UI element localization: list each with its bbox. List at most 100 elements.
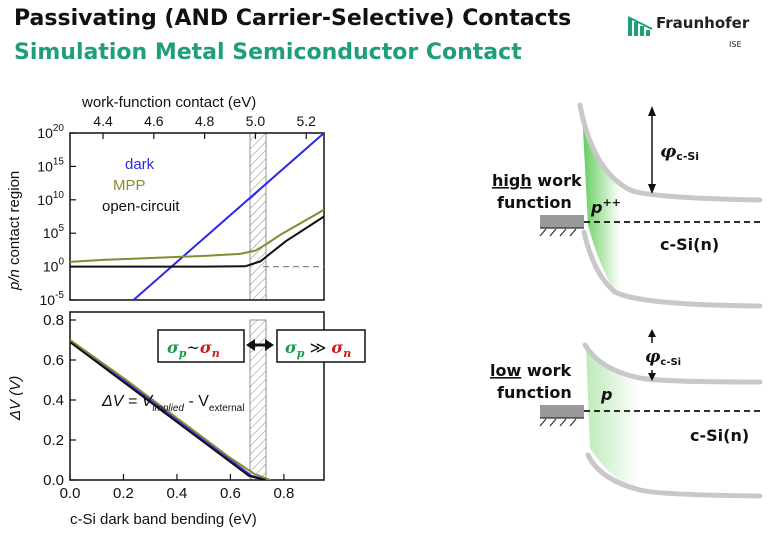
low-phi: φ <box>645 347 661 367</box>
high-phi-arrow-up <box>648 106 656 116</box>
br-sigma-p: σ <box>285 338 297 357</box>
sigma-box-right: σp ≫ σn <box>276 329 366 363</box>
top-y-tick-label-4: 100 <box>43 257 65 275</box>
high-depletion-fill <box>582 110 620 300</box>
top-series-dark <box>132 133 324 300</box>
bl-sub-p: p <box>179 347 187 360</box>
high-metal-contact <box>540 215 584 228</box>
bottom-x-tick-label-0: 0.0 <box>60 485 81 502</box>
low-wf-label-1: low work <box>490 361 572 380</box>
bottom-y-tick-label-1: 0.2 <box>43 432 64 449</box>
low-vb-band <box>585 452 763 499</box>
high-semi-label: c-Si(n) <box>660 235 719 254</box>
high-wf-rest: work <box>532 171 582 190</box>
br-sub-n: n <box>343 347 351 360</box>
high-cb-band <box>577 102 763 203</box>
bottom-y-tick-label-2: 0.4 <box>43 392 64 409</box>
top-y-tick-label-3: 105 <box>43 223 65 241</box>
bottom-x-axis-title: c-Si dark band bending (eV) <box>70 511 257 528</box>
low-ground-hatch <box>539 417 584 427</box>
high-wf-label-2: function <box>497 193 572 212</box>
bottom-series-open-circuit <box>70 341 266 480</box>
sigma-box-left-frame <box>157 329 245 363</box>
sigma-box-left: σp~σn <box>157 329 245 363</box>
logo-sub: ISE <box>729 40 742 49</box>
bottom-y-tick-label-0: 0.0 <box>43 472 64 489</box>
top-plot-frame <box>69 132 325 301</box>
double-arrow <box>246 339 274 351</box>
low-cb-band <box>582 342 763 385</box>
br-gg: ≫ <box>305 338 332 357</box>
eq-lhs: ΔV = V <box>101 393 154 410</box>
legend-mpp: MPP <box>113 177 146 194</box>
high-region-label: p++ <box>590 196 621 217</box>
low-wf-label-2: function <box>497 383 572 402</box>
low-phi-label: φc-Si <box>645 347 681 368</box>
high-phi-sub: c-Si <box>676 150 699 163</box>
bottom-plot-frame <box>69 311 325 481</box>
bottom-y-ticks: 0.0 0.2 0.4 0.6 0.8 <box>43 312 76 489</box>
bottom-x-tick-label-4: 0.8 <box>273 485 294 502</box>
top-y-tick-label-2: 1010 <box>37 190 64 208</box>
sigma-box-right-frame <box>276 329 366 363</box>
low-phi-arrow-down <box>648 373 656 381</box>
low-wf-rest: work <box>521 361 571 380</box>
low-depletion-fill <box>586 348 640 490</box>
high-region-sup: ++ <box>602 196 620 209</box>
delta-v-equation: ΔV = Vimplied - Vexternal <box>101 393 244 414</box>
high-phi: φ <box>660 141 677 162</box>
low-metal-contact <box>540 405 584 418</box>
bottom-x-tick-label-2: 0.4 <box>167 485 188 502</box>
top-highlight-band <box>249 132 267 301</box>
high-wf-underline: high <box>492 171 532 190</box>
sigma-box-right-text: σp ≫ σn <box>285 338 351 360</box>
band-diagram-low: φc-Si p low work function c-Si(n) <box>490 329 763 499</box>
low-region-label: p <box>600 385 612 404</box>
low-phi-arrow-up <box>648 329 656 337</box>
top-x-tick-label-1: 4.6 <box>144 113 164 129</box>
bl-sigma-p: σ <box>167 338 179 357</box>
high-region: p <box>590 198 602 217</box>
high-ground-hatch <box>539 227 584 237</box>
slide-title: Passivating (AND Carrier-Selective) Cont… <box>14 6 572 31</box>
high-phi-label: φc-Si <box>660 141 699 163</box>
high-vb-band <box>581 229 763 309</box>
low-wf-underline: low <box>490 361 521 380</box>
br-sub-p: p <box>297 347 305 360</box>
low-semi-label: c-Si(n) <box>690 426 749 445</box>
bottom-x-tick-label-3: 0.6 <box>220 485 241 502</box>
top-y-axis-title-rest: contact region <box>6 171 23 269</box>
slide-subtitle: Simulation Metal Semiconductor Contact <box>14 40 522 65</box>
bottom-y-axis-title: ΔV (V) <box>7 376 24 421</box>
fraunhofer-logo: Fraunhofer ISE <box>626 12 766 58</box>
top-y-tick-label-1: 1015 <box>37 156 64 174</box>
bottom-chart: 0.0 0.2 0.4 0.6 0.8 0.0 0.2 0.4 0.6 0.8 c-Si dar… <box>7 311 366 528</box>
low-phi-sub: c-Si <box>660 357 681 368</box>
eq-sub-external: external <box>209 403 245 414</box>
top-y-ticks: 1020 1015 1010 105 100 10-5 <box>37 123 76 308</box>
top-y-tick-label-5: 10-5 <box>40 290 65 308</box>
sigma-box-left-text: σp~σn <box>167 338 220 360</box>
bottom-y-tick-label-4: 0.8 <box>43 312 64 329</box>
legend-open-circuit: open-circuit <box>102 198 180 215</box>
band-diagram-high: φc-Si p++ high work function c-Si(n) <box>492 102 763 309</box>
top-y-axis-title-pn: p/n <box>6 269 23 291</box>
eq-mid: - V <box>184 393 209 410</box>
top-x-tick-label-0: 4.4 <box>93 113 113 129</box>
top-series-MPP <box>70 208 324 263</box>
top-series <box>70 133 324 300</box>
top-y-tick-label-0: 1020 <box>37 123 64 141</box>
eq-sub-implied: implied <box>152 403 184 414</box>
br-sigma-n: σ <box>331 338 343 357</box>
bl-tilde: ~ <box>187 338 200 357</box>
top-x-tick-label-3: 5.0 <box>246 113 266 129</box>
bottom-y-tick-label-3: 0.6 <box>43 352 64 369</box>
top-x-tick-label-4: 5.2 <box>296 113 316 129</box>
top-y-axis-title: p/n contact region <box>6 171 23 291</box>
bottom-series-MPP <box>70 339 271 480</box>
bottom-series <box>70 339 271 480</box>
